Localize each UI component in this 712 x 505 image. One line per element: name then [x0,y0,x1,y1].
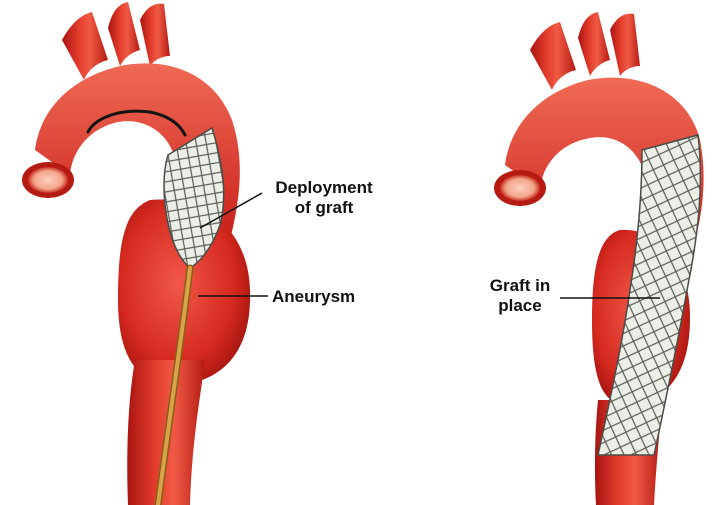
label-aneurysm: Aneurysm [272,287,355,307]
label-graft: Graft in place [482,276,558,316]
label-graft-line1: Graft in [482,276,558,296]
left-aorta [22,2,250,505]
label-graft-line2: place [482,296,558,316]
label-deployment-line2: of graft [262,198,386,218]
label-deployment-line1: Deployment [262,178,386,198]
label-deployment: Deployment of graft [262,178,386,218]
